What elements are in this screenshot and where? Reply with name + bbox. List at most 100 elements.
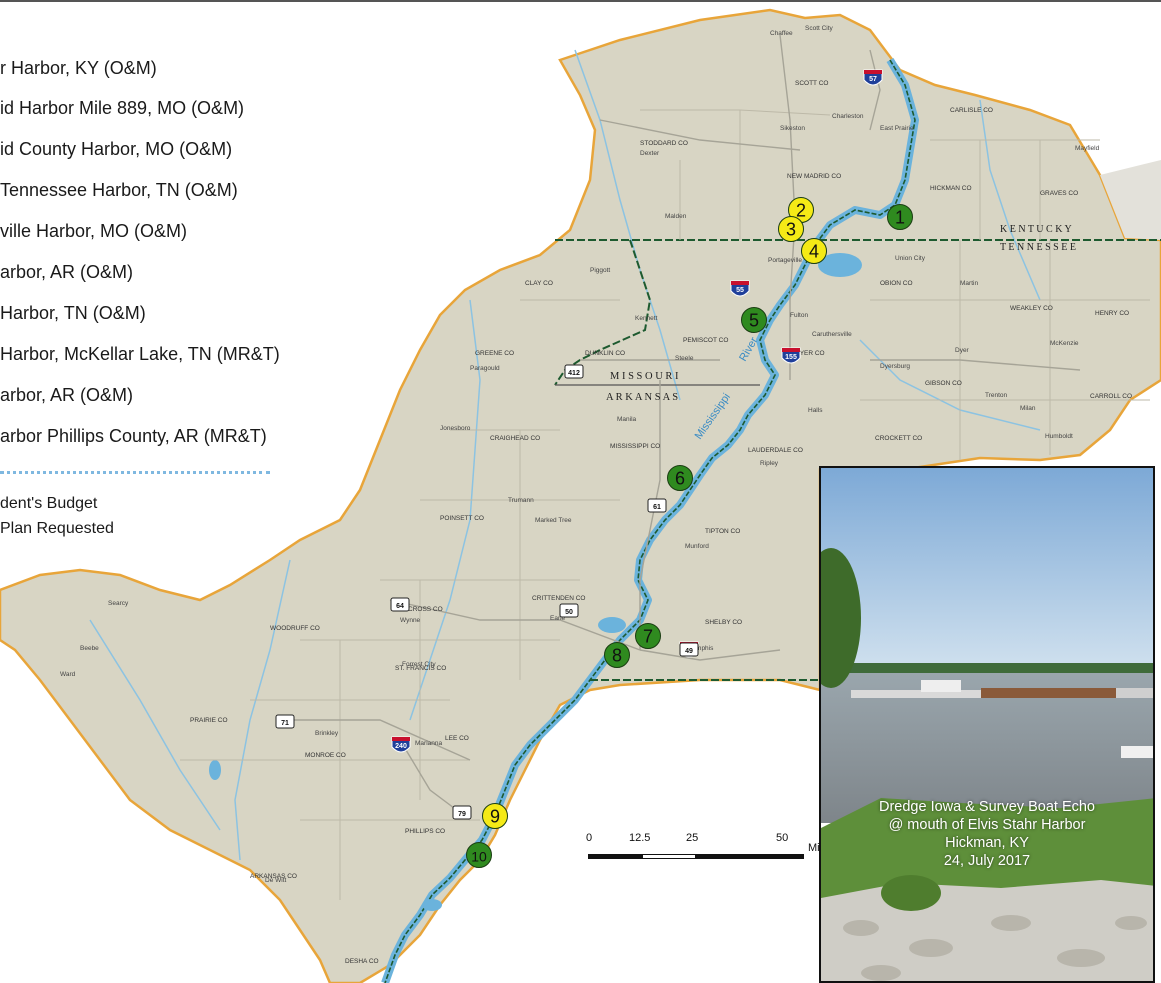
harbor-marker[interactable]: 4 <box>801 238 827 264</box>
county-label: POINSETT CO <box>440 515 484 522</box>
city-label: De Witt <box>265 877 287 884</box>
state-label-missouri: M I S S O U R I <box>610 371 679 382</box>
county-label: PEMISCOT CO <box>683 337 728 344</box>
photo-shrub <box>881 875 941 911</box>
photo-far-shore <box>821 663 1153 675</box>
county-label: SHELBY CO <box>705 619 742 626</box>
county-label: PRAIRIE CO <box>190 717 228 724</box>
county-label: WEAKLEY CO <box>1010 305 1053 312</box>
harbor-marker[interactable]: 10 <box>466 842 492 868</box>
photo-survey-boat <box>1121 746 1153 758</box>
city-label: Steele <box>675 355 694 362</box>
county-label: MONROE CO <box>305 752 346 759</box>
legend-item-9: arbor, AR (O&M) <box>0 385 134 405</box>
harbor-marker-circle <box>466 842 492 868</box>
interstate-shield-band <box>392 737 410 741</box>
city-label: Wynne <box>400 617 421 624</box>
harbor-marker[interactable]: 1 <box>887 204 913 230</box>
city-label: Scott City <box>805 25 834 32</box>
highway-number: 71 <box>281 720 289 727</box>
harbor-marker-circle <box>801 238 827 264</box>
harbor-marker[interactable]: 6 <box>667 465 693 491</box>
harbor-marker-number: 3 <box>786 220 796 240</box>
highway-shield: 64 <box>390 597 410 612</box>
city-label: Sikeston <box>780 125 805 132</box>
photo-caption-line: 24, July 2017 <box>943 853 1031 869</box>
highway-number: 49 <box>685 648 693 655</box>
tributary-stream <box>409 299 481 721</box>
city-label: Dexter <box>640 150 660 157</box>
county-label: CROCKETT CO <box>875 435 922 442</box>
city-label: Memphis <box>687 645 714 652</box>
harbor-marker[interactable]: 8 <box>604 642 630 668</box>
harbor-marker-number: 8 <box>612 646 622 666</box>
county-label: CARLISLE CO <box>950 107 993 114</box>
city-label: Mayfield <box>1075 145 1100 152</box>
photo-dredge <box>851 690 981 698</box>
harbor-marker-number: 2 <box>796 201 806 221</box>
county-label: GIBSON CO <box>925 380 962 387</box>
city-label: Marianna <box>415 740 442 747</box>
legend-item-5: ville Harbor, MO (O&M) <box>0 221 188 241</box>
county-label: CARROLL CO <box>1090 393 1132 400</box>
highway-number: 240 <box>395 743 407 750</box>
city-label: Piggott <box>590 267 610 274</box>
harbor-marker[interactable]: 7 <box>635 623 661 649</box>
highway-number: 155 <box>785 354 797 361</box>
scale-tick-label: 0 <box>586 832 593 844</box>
scale-tick-label: 12.5 <box>629 832 651 844</box>
city-label: Ripley <box>760 460 779 467</box>
county-label: ARKANSAS CO <box>250 873 297 880</box>
highway-shield: 79 <box>452 805 472 820</box>
highway-number: 64 <box>396 603 404 610</box>
harbor-marker-circle <box>887 204 913 230</box>
county-label: GRAVES CO <box>1040 190 1078 197</box>
county-label: CRITTENDEN CO <box>532 595 585 602</box>
highway-number: 412 <box>568 370 580 377</box>
harbor-marker[interactable]: 2 <box>788 197 814 223</box>
photo-caption-line: @ mouth of Elvis Stahr Harbor <box>888 817 1086 833</box>
legend-item-10: arbor Phillips County, AR (MR&T) <box>0 426 267 446</box>
county-label: CRAIGHEAD CO <box>490 435 540 442</box>
legend-item-8: Harbor, McKellar Lake, TN (MR&T) <box>0 344 280 364</box>
city-label: Kennett <box>635 315 658 322</box>
photo-caption: Dredge Iowa & Survey Boat Echo @ mouth o… <box>821 798 1153 870</box>
harbor-marker[interactable]: 5 <box>741 307 767 333</box>
city-label: Brinkley <box>315 730 339 737</box>
city-label: Ward <box>60 671 76 678</box>
legend-item-6: arbor, AR (O&M) <box>0 262 134 282</box>
us-highway-shield-icon <box>275 714 295 729</box>
city-label: Marked Tree <box>535 517 572 524</box>
harbor-marker-number: 7 <box>643 627 653 647</box>
tributary-stream <box>574 49 681 401</box>
city-label: Earle <box>550 615 566 622</box>
legend-item-2: id Harbor Mile 889, MO (O&M) <box>0 98 245 118</box>
city-label: Milan <box>1020 405 1036 412</box>
harbor-marker-number: 6 <box>675 469 685 489</box>
county-label: CROSS CO <box>408 606 443 613</box>
harbor-marker-number: 9 <box>490 807 500 827</box>
city-label: Charleston <box>832 113 864 120</box>
legend-item-1: r Harbor, KY (O&M) <box>0 58 157 78</box>
photo-rocks <box>843 915 1147 981</box>
harbor-marker-circle <box>482 803 508 829</box>
city-label: Searcy <box>108 600 129 607</box>
harbor-marker-number: 1 <box>895 208 905 228</box>
county-label: WOODRUFF CO <box>270 625 320 632</box>
highway-shield: 50 <box>559 603 579 618</box>
harbor-marker[interactable]: 3 <box>778 216 804 242</box>
lake <box>598 617 626 633</box>
harbor-marker[interactable]: 9 <box>482 803 508 829</box>
interstate-shield-band <box>731 281 749 285</box>
city-label: Jonesboro <box>440 425 471 432</box>
city-label: Martin <box>960 280 978 287</box>
city-label: Beebe <box>80 645 99 652</box>
tributary-stream <box>234 559 291 861</box>
dredge-photo <box>821 468 1153 981</box>
lake <box>209 760 221 780</box>
scale-tick-label: 25 <box>686 832 699 844</box>
us-highway-shield-icon <box>390 597 410 612</box>
harbor-marker-number: 10 <box>471 849 487 865</box>
us-highway-shield-icon <box>452 805 472 820</box>
